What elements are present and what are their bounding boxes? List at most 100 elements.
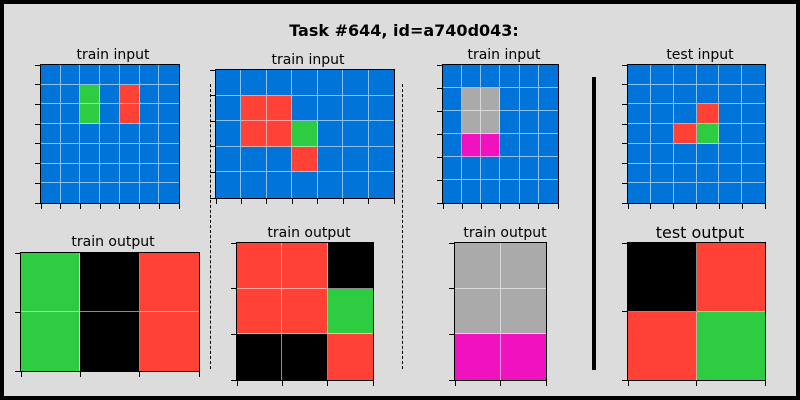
axis-tick	[622, 84, 627, 86]
axis-tick	[231, 379, 236, 381]
axis-tick	[210, 69, 215, 71]
grid-cell	[650, 104, 674, 125]
grid-cell	[696, 124, 720, 144]
axis-tick	[622, 379, 627, 381]
grid-cell	[119, 124, 140, 144]
grid-cell	[719, 143, 743, 164]
grid-cell	[80, 183, 101, 203]
grid-cell	[696, 65, 720, 85]
grid-cell	[216, 146, 242, 173]
grid-cell	[292, 172, 318, 198]
axis-tick	[15, 252, 20, 254]
grid-cell	[538, 111, 558, 134]
axis-tick	[198, 372, 200, 377]
grid-cell	[673, 84, 697, 105]
grid-cell	[41, 163, 61, 184]
train-input-grid-2	[210, 69, 395, 204]
grid-cell	[628, 124, 651, 144]
grid-cell	[462, 134, 482, 157]
panel-label: train output	[71, 234, 155, 250]
grid-cell	[241, 70, 267, 96]
axis-tick	[622, 202, 627, 204]
axis-tick	[35, 84, 40, 86]
test-input-grid	[622, 64, 766, 209]
axis-tick	[437, 110, 442, 112]
train-output-grid-2	[231, 242, 374, 386]
panel-label: test input	[666, 47, 734, 63]
grid-cell	[100, 183, 120, 203]
grid-cell	[80, 84, 101, 105]
axis-tick	[650, 204, 652, 209]
axis-tick	[178, 204, 180, 209]
grid-cell	[519, 88, 539, 111]
grid-cell	[673, 183, 697, 203]
grid-cell	[159, 65, 179, 85]
axis-tick	[79, 372, 81, 377]
grid-cell	[443, 65, 463, 88]
axis-tick	[15, 370, 20, 372]
grid-cell	[481, 111, 501, 134]
axis-tick	[696, 204, 697, 209]
grid-cell	[696, 243, 765, 312]
axis-tick	[627, 204, 629, 209]
grid-cell	[343, 146, 369, 173]
grid-cell	[519, 134, 539, 157]
panel-label: train input	[76, 47, 150, 63]
axis-tick	[622, 143, 627, 145]
grid-cell	[241, 146, 267, 173]
grid-cell	[41, 104, 61, 125]
axis-tick	[461, 204, 463, 209]
axis-tick	[139, 372, 141, 377]
separator-dashed	[402, 84, 403, 369]
axis-tick	[99, 204, 101, 209]
grid-cell	[628, 163, 651, 184]
axis-tick	[500, 381, 501, 386]
grid-cell	[21, 312, 81, 371]
grid-cell	[317, 121, 344, 147]
axis-tick	[35, 182, 40, 184]
axis-tick	[449, 333, 454, 335]
axis-tick	[622, 242, 627, 244]
axis-tick	[266, 199, 268, 204]
axis-tick	[741, 204, 743, 209]
grid-cell	[119, 163, 140, 184]
panel-label: train output	[463, 225, 547, 241]
grid-cell	[719, 104, 743, 125]
grid-cell	[21, 253, 81, 312]
grid-cell	[650, 163, 674, 184]
grid-cell	[368, 95, 394, 122]
grid-cell	[327, 243, 373, 289]
axis-tick	[20, 372, 22, 377]
train-input-grid-3	[437, 64, 559, 209]
axis-tick	[449, 288, 454, 290]
axis-tick	[393, 199, 395, 204]
grid-cell	[462, 111, 482, 134]
grid-cell	[216, 95, 242, 122]
axis-tick	[40, 204, 42, 209]
grid-cell	[266, 121, 293, 147]
axis-tick	[557, 204, 559, 209]
grid-cell	[139, 183, 160, 203]
axis-tick	[519, 204, 521, 209]
axis-tick	[210, 120, 215, 122]
axis-tick	[119, 204, 121, 209]
axis-tick	[437, 64, 442, 66]
grid-cell	[317, 172, 344, 198]
grid-cell	[60, 104, 81, 125]
grid-cell	[100, 65, 120, 85]
grid-cell	[159, 84, 179, 105]
grid-cell	[159, 143, 179, 164]
grid-cell	[41, 65, 61, 85]
separator-solid	[592, 77, 596, 370]
grid-cell	[41, 143, 61, 164]
grid-cell	[80, 124, 101, 144]
grid-cell	[80, 65, 101, 85]
grid-cell	[100, 163, 120, 184]
grid-cell	[241, 95, 267, 122]
grid-cell	[237, 334, 283, 380]
grid-cell	[119, 143, 140, 164]
grid-cell	[500, 334, 546, 380]
axis-tick	[35, 202, 40, 204]
axis-tick	[622, 123, 627, 125]
grid-cell	[481, 65, 501, 88]
